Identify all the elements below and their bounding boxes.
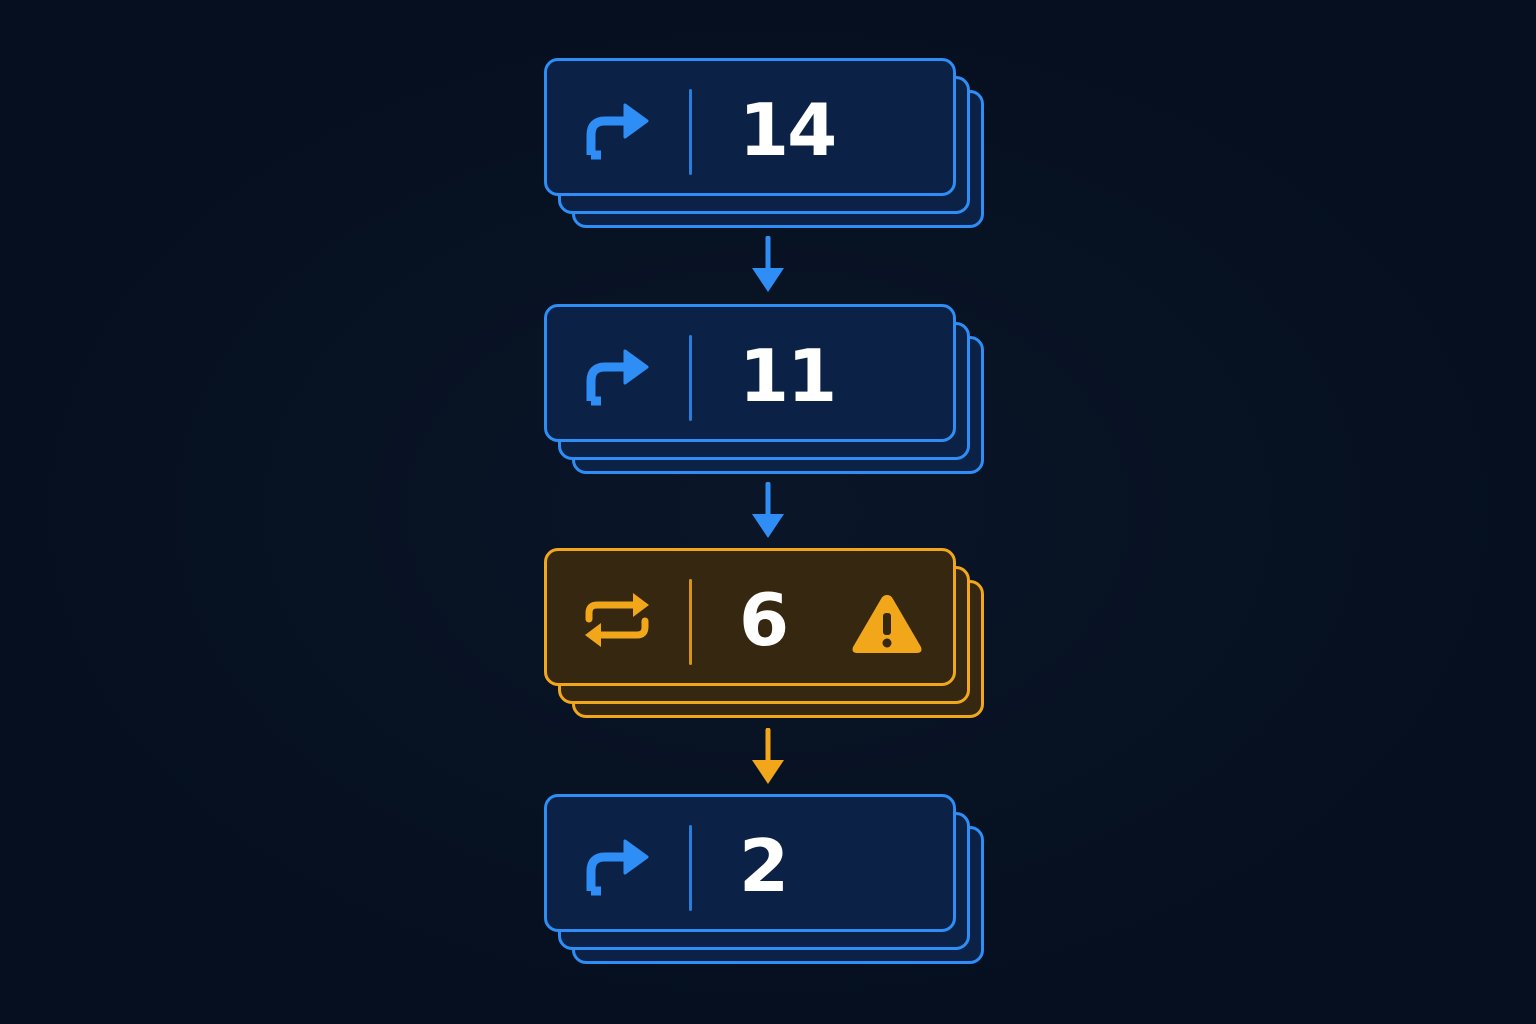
card-face: 11 (544, 304, 956, 442)
step-value: 2 (739, 824, 789, 908)
card-face: 2 (544, 794, 956, 932)
redirect-arrow-icon (586, 103, 649, 160)
step-value: 6 (739, 578, 789, 662)
step-value: 11 (739, 334, 837, 418)
card-divider (689, 825, 692, 911)
arrow-down-icon (752, 236, 784, 292)
redirect-arrow-icon (586, 839, 649, 896)
step-card-1: 14 (544, 58, 994, 233)
arrow-down-icon (752, 482, 784, 538)
step-card-3: 6 (544, 548, 994, 723)
card-face: 14 (544, 58, 956, 196)
card-divider (689, 335, 692, 421)
step-card-2: 11 (544, 304, 994, 479)
arrow-down-icon (752, 728, 784, 784)
card-face: 6 (544, 548, 956, 686)
warning-triangle-icon (852, 595, 922, 653)
repeat-icon (585, 593, 649, 647)
card-divider (689, 579, 692, 665)
step-card-4: 2 (544, 794, 994, 969)
step-value: 14 (739, 88, 837, 172)
redirect-arrow-icon (586, 349, 649, 406)
card-divider (689, 89, 692, 175)
